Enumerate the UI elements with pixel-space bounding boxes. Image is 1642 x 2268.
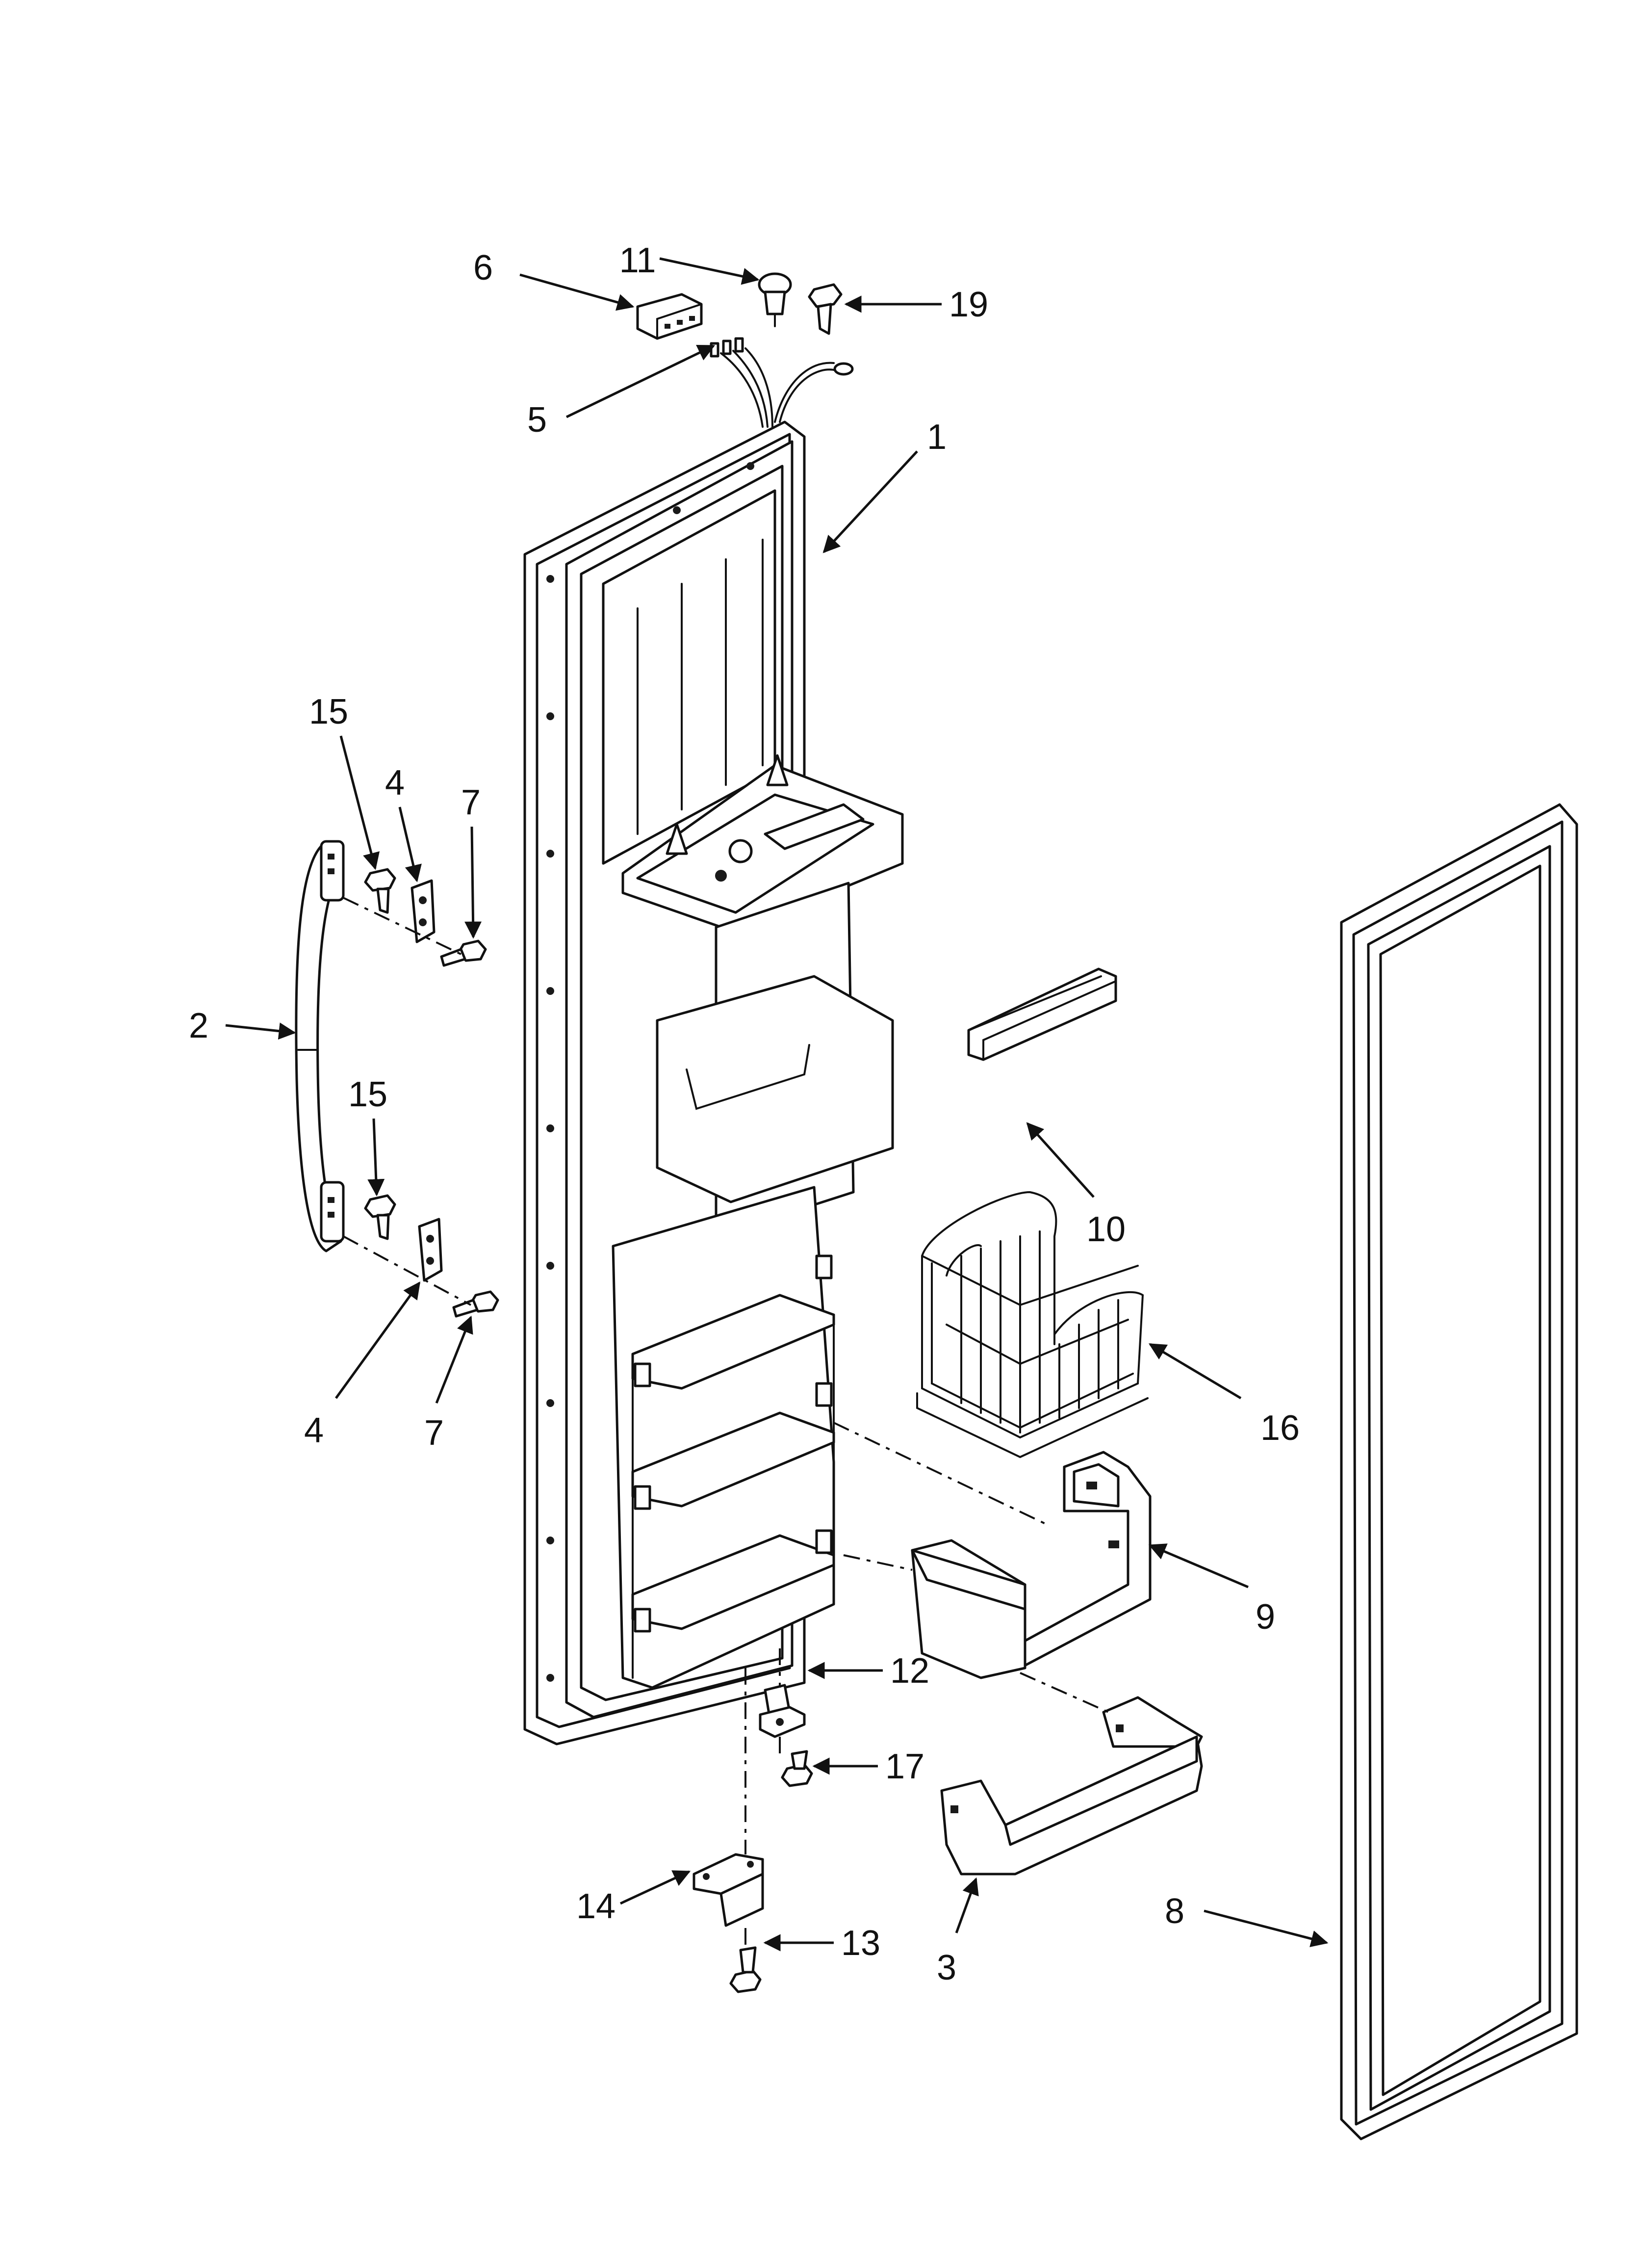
callout-17: 17 [885,1747,924,1786]
wire-basket [916,1191,1149,1459]
mounting-bracket-upper [410,879,436,943]
door-gasket [1340,803,1578,2140]
callout-13: 13 [841,1924,880,1963]
callout-9: 9 [1256,1597,1275,1637]
bracket-screw-lower [452,1290,499,1318]
plug-part [758,272,792,327]
callout-1: 1 [927,417,947,457]
callout-5: 5 [527,400,547,440]
callout-15-lower: 15 [348,1075,387,1114]
bracket-screw-upper [440,939,487,967]
callout-15-upper: 15 [309,692,348,731]
hinge-bracket [693,1853,764,1927]
callout-7-lower: 7 [424,1413,444,1453]
callout-8: 8 [1165,1892,1184,1931]
hinge-pin [759,1684,806,1738]
door-bin [940,1696,1203,1876]
handle-screw-upper [364,868,396,914]
callout-2: 2 [189,1006,208,1045]
callout-7-upper: 7 [461,783,481,822]
callout-19: 19 [949,285,988,324]
wire-harness [710,337,854,428]
callout-14: 14 [576,1887,616,1926]
callout-16: 16 [1260,1408,1300,1448]
ice-bin-support [911,1451,1152,1679]
handle-screw-lower [364,1194,396,1240]
door-screw-holes [546,462,754,1682]
callout-3: 3 [937,1948,956,1987]
screw-19 [808,283,843,335]
callout-10: 10 [1086,1210,1126,1249]
connector [636,293,703,340]
callout-11: 11 [619,241,656,280]
screw-13 [729,1946,762,1993]
mounting-bracket-lower [418,1218,443,1282]
screw-17 [781,1750,813,1787]
door-assembly [523,420,904,1746]
callout-4-upper: 4 [385,763,405,803]
trim-strip [967,967,1117,1061]
callout-6: 6 [473,248,493,287]
callout-4-lower: 4 [304,1411,324,1450]
door-handle [295,840,345,1252]
callout-12: 12 [890,1651,929,1691]
